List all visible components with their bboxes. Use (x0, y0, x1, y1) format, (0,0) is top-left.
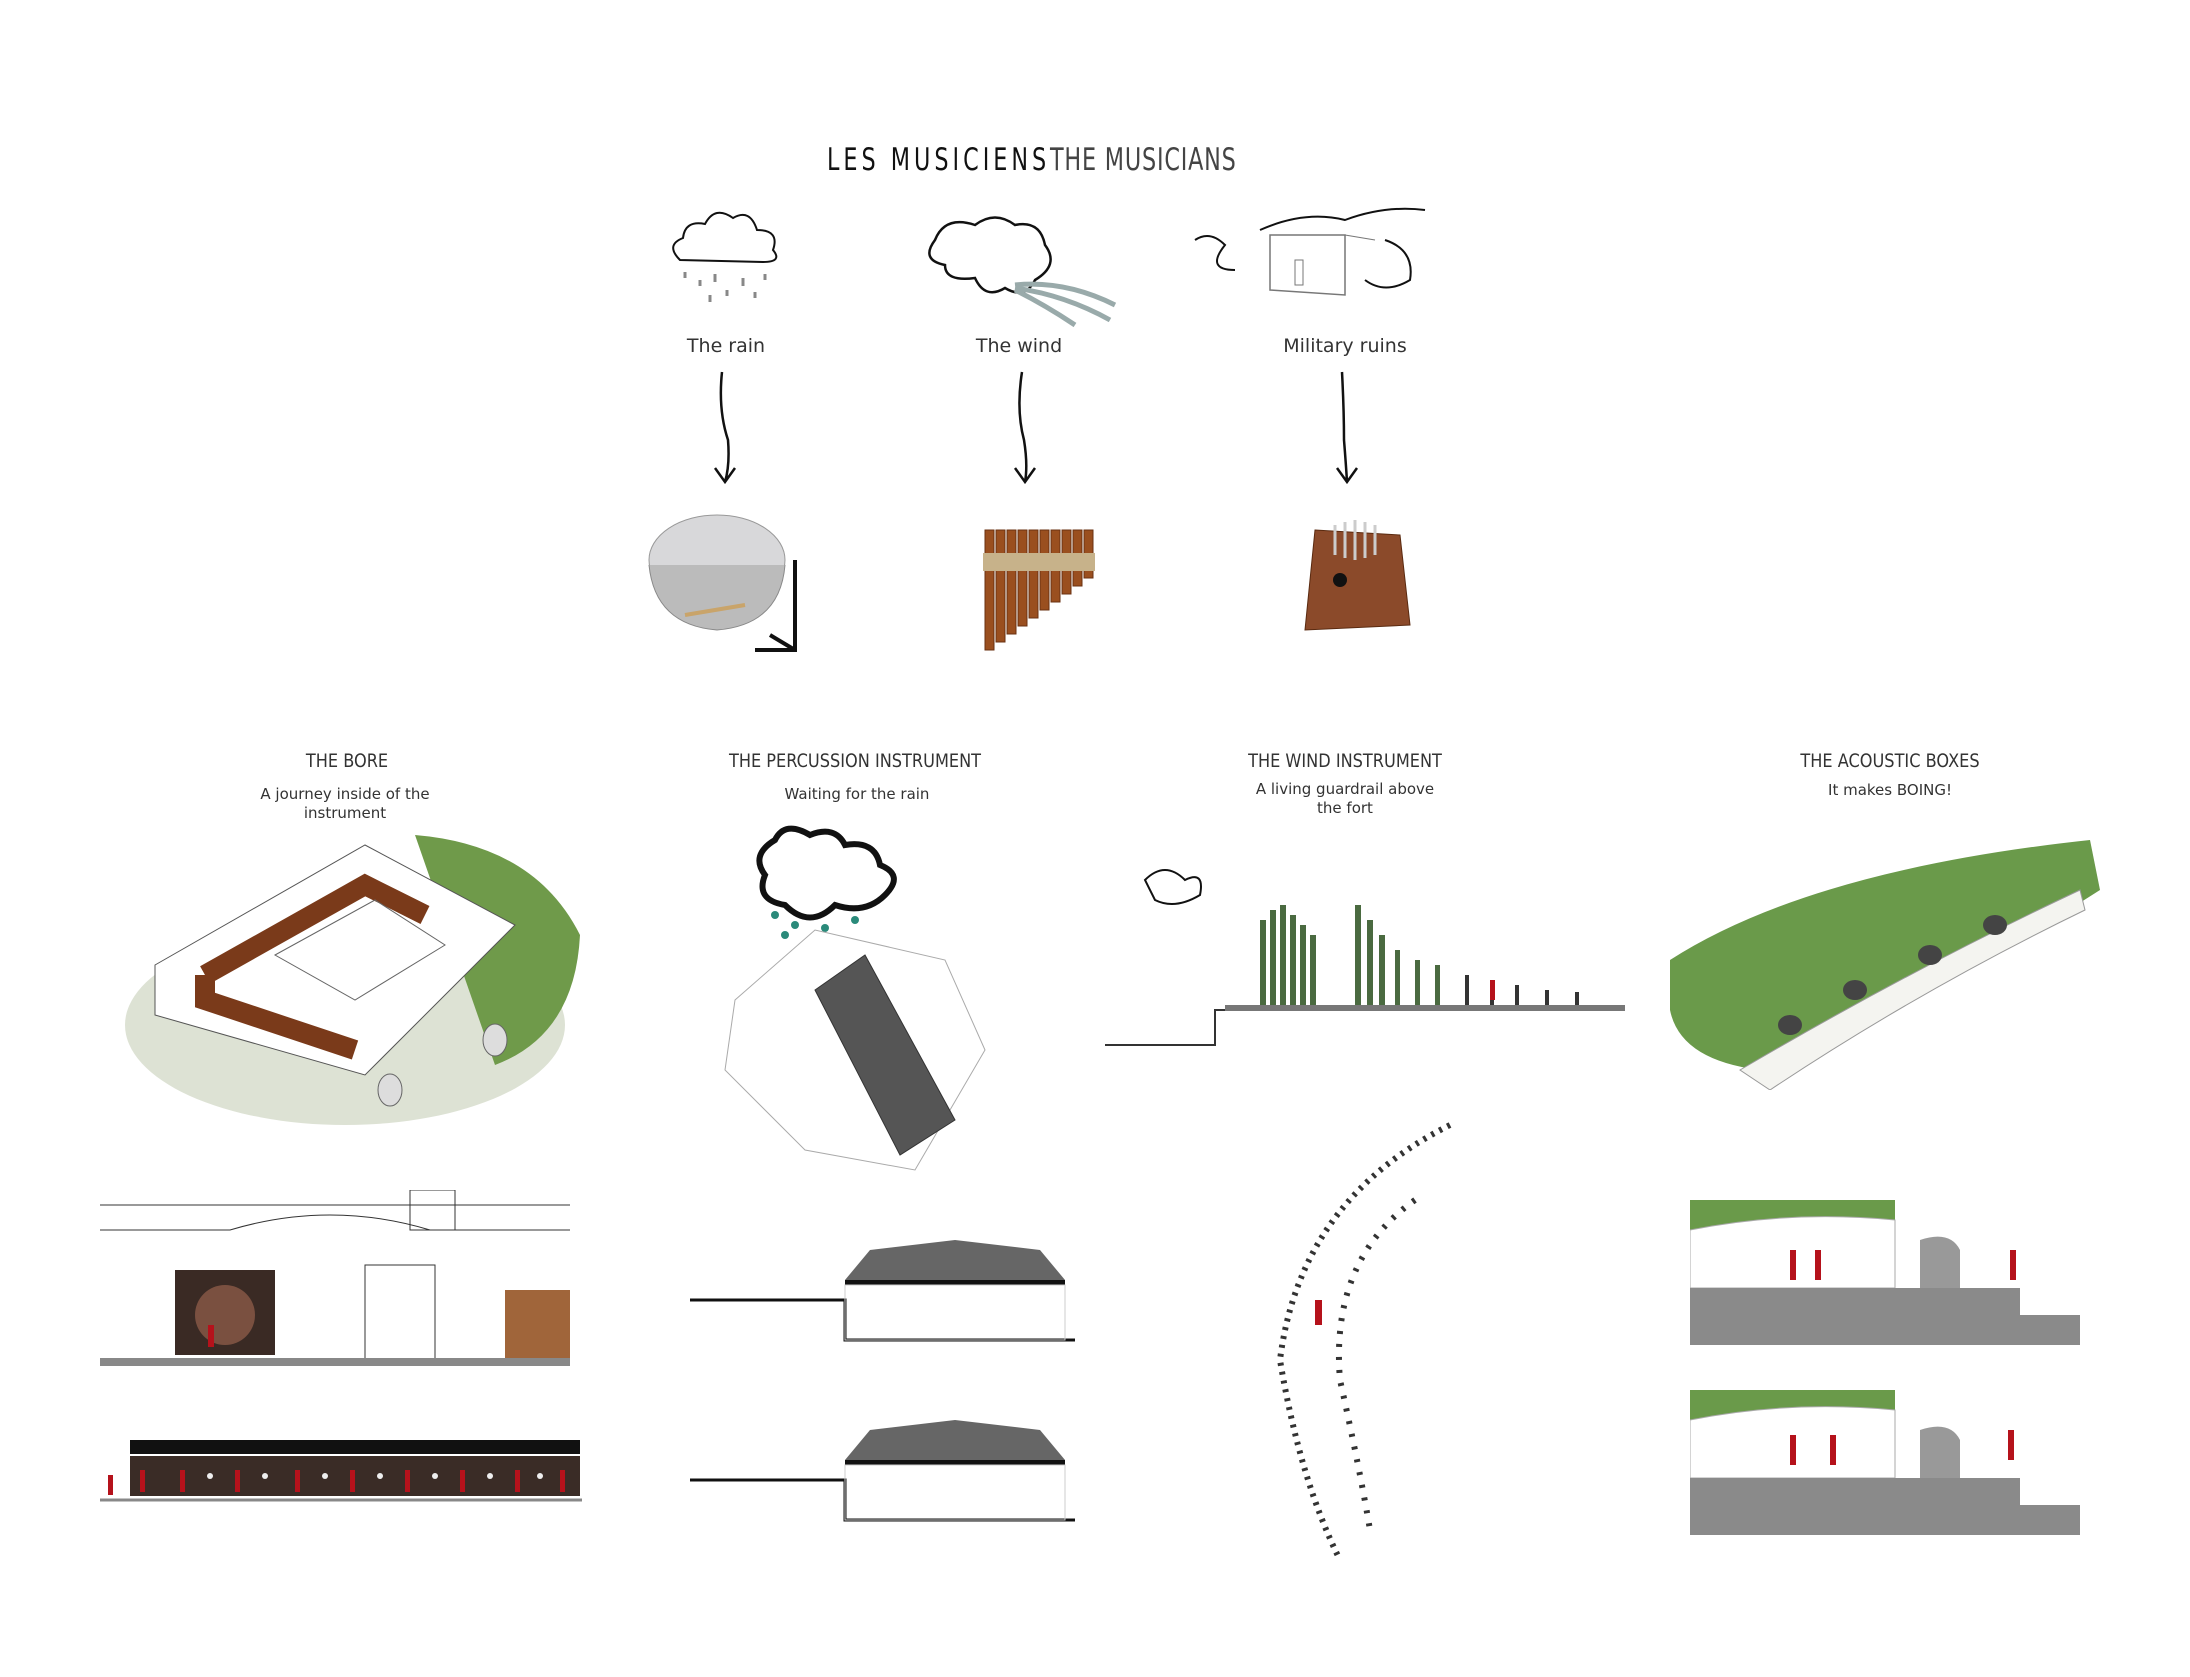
kalimba-image (1304, 520, 1411, 631)
ruins-icon (1194, 207, 1426, 296)
section-title-wind: THE WIND INSTRUMENT (1248, 750, 1442, 772)
wind-cloud-icon (928, 216, 1117, 328)
pan-flute-image (983, 529, 1095, 651)
arrow-down-icon (1335, 371, 1359, 485)
percussion-section-1-image (690, 1240, 1075, 1342)
percussion-section-2-image (690, 1420, 1075, 1522)
section-title-acoustic: THE ACOUSTIC BOXES (1800, 750, 1980, 772)
arrow-down-icon (713, 371, 737, 485)
source-label-rain: The rain (686, 335, 766, 357)
rain-cloud-icon (672, 211, 778, 302)
bore-section-image (100, 1190, 570, 1366)
section-title-percussion: THE PERCUSSION INSTRUMENT (728, 750, 982, 772)
percussion-axonometric-image (724, 825, 986, 1171)
title-french: LES MUSICIENS (827, 142, 1051, 178)
arrow-down-icon (1013, 371, 1037, 485)
section-subtitle-wind: A living guardrail above the fort (1255, 780, 1435, 817)
source-label-wind: The wind (975, 335, 1063, 357)
section-subtitle-percussion: Waiting for the rain (784, 785, 930, 803)
bore-tunnel-strip-image (100, 1440, 582, 1502)
acoustic-boxes-section-2-image (1690, 1390, 2080, 1535)
wind-instrument-elevation-image (1105, 869, 1625, 1046)
steel-drum-image (648, 514, 797, 652)
acoustic-boxes-axonometric-image (1670, 840, 2100, 1090)
bore-axonometric-image (125, 835, 580, 1125)
acoustic-boxes-section-1-image (1690, 1200, 2080, 1345)
section-subtitle-bore: A journey inside of the instrument (260, 785, 430, 822)
section-title-bore: THE BORE (305, 750, 389, 772)
wind-instrument-plan-image (1276, 1122, 1452, 1562)
source-label-ruins: Military ruins (1283, 335, 1407, 357)
section-subtitle-acoustic: It makes BOING! (1828, 781, 1952, 799)
title-english: THE MUSICIANS (1050, 142, 1237, 178)
